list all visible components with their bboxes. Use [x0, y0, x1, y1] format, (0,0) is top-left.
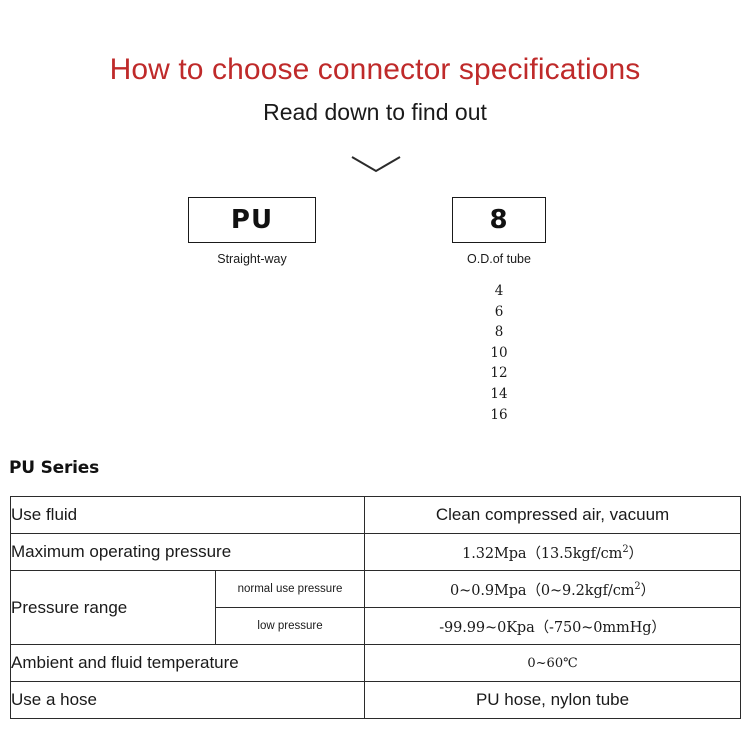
spec-label-max-pressure: Maximum operating pressure: [9, 533, 366, 571]
list-item: 14: [490, 385, 508, 402]
table-row: Use a hose PU hose, nylon tube: [9, 681, 742, 719]
list-item: 10: [490, 344, 508, 361]
table-row: Ambient and fluid temperature 0~60℃: [9, 644, 742, 682]
list-item: 16: [490, 406, 508, 423]
code-box-tube-od: 8: [452, 197, 546, 243]
list-item: 4: [494, 283, 504, 299]
spec-value-use-fluid: Clean compressed air, vacuum: [364, 496, 742, 534]
hero-section: How to choose connector specifications R…: [0, 0, 750, 124]
table-row: Pressure range normal use pressure 0~0.9…: [10, 570, 742, 645]
spec-value-max-pressure-text: 1.32Mpa（13.5kgf/cm: [462, 545, 623, 562]
spec-sublabel-low-pressure: low pressure: [214, 607, 366, 645]
spec-value-temperature: 0~60℃: [364, 644, 742, 682]
page-title: How to choose connector specifications: [109, 53, 641, 86]
list-item: 6: [494, 303, 504, 320]
spec-value-use-hose: PU hose, nylon tube: [364, 681, 742, 719]
code-group-series: PU Straight-way: [188, 197, 316, 267]
chevron-down-icon: [350, 155, 402, 175]
list-item: 12: [490, 365, 508, 382]
page-subtitle: Read down to find out: [263, 99, 487, 125]
spec-value-max-pressure-tail: ）: [628, 545, 644, 562]
spec-table: Use fluid Clean compressed air, vacuum M…: [9, 496, 742, 719]
code-breakdown: PU Straight-way 8 O.D.of tube: [0, 197, 750, 287]
spec-value-low-pressure: -99.99~0Kpa（-750~0mmHg）: [364, 607, 742, 645]
spec-value-normal-tail: ）: [640, 582, 656, 599]
code-box-series: PU: [188, 197, 316, 243]
code-caption-series: Straight-way: [217, 252, 287, 266]
spec-value-normal-use-pressure: 0~0.9Mpa（0~9.2kgf/cm2）: [364, 570, 742, 608]
code-group-tube-od: 8 O.D.of tube: [452, 197, 546, 267]
spec-value-max-pressure-sup: 2: [622, 543, 629, 555]
spec-value-max-pressure: 1.32Mpa（13.5kgf/cm2）: [364, 533, 742, 571]
spec-label-pressure-range: Pressure range: [10, 570, 216, 645]
spec-label-use-hose: Use a hose: [9, 681, 366, 719]
spec-value-normal-text: 0~0.9Mpa（0~9.2kgf/cm: [450, 582, 635, 599]
spec-label-temperature: Ambient and fluid temperature: [9, 644, 366, 682]
spec-value-normal-sup: 2: [634, 580, 641, 592]
spec-sublabel-normal-use-pressure: normal use pressure: [214, 570, 366, 608]
spec-table-container: Use fluid Clean compressed air, vacuum M…: [9, 496, 742, 719]
list-item: 8: [494, 324, 504, 341]
table-row: Maximum operating pressure 1.32Mpa（13.5k…: [9, 533, 742, 571]
table-row: Use fluid Clean compressed air, vacuum: [9, 496, 742, 534]
spec-table-heading: PU Series: [9, 458, 100, 478]
code-caption-tube-od: O.D.of tube: [467, 252, 531, 266]
tube-od-option-list: 4 6 8 10 12 14 16: [452, 281, 546, 425]
spec-label-use-fluid: Use fluid: [9, 496, 366, 534]
